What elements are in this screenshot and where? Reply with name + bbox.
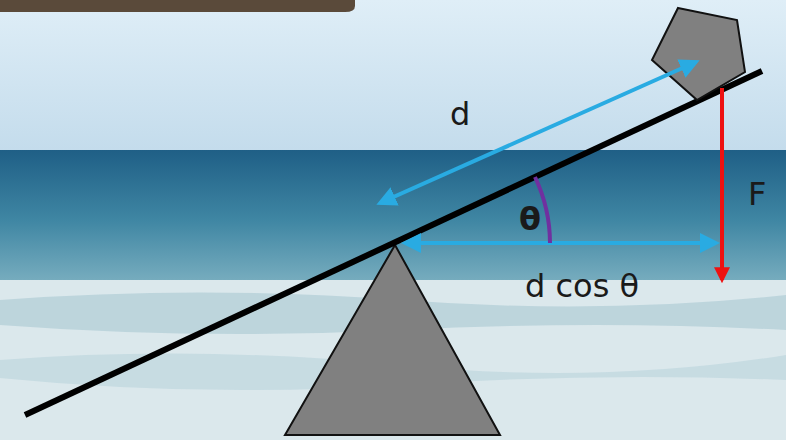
horizontal-arrow (405, 241, 716, 245)
force-arrow (720, 88, 724, 280)
top-bar (0, 0, 355, 12)
angle-label: θ (519, 203, 541, 235)
lever-arm-label: d cos θ (525, 270, 639, 302)
distance-label: d (450, 98, 470, 130)
force-label: F (748, 178, 766, 210)
plank (25, 71, 762, 415)
fulcrum (285, 245, 500, 435)
weight (652, 8, 745, 100)
